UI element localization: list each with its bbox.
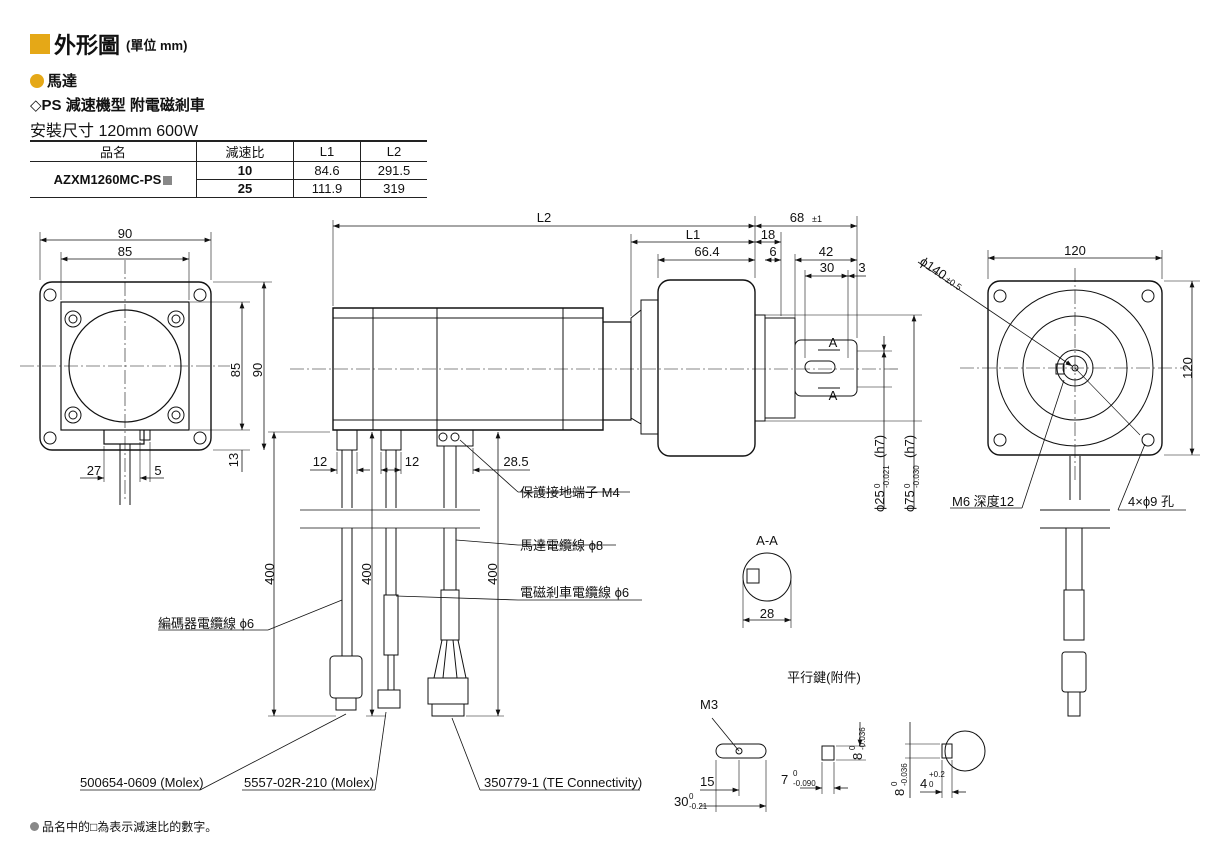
motor-cable-label: 馬達電纜線 ϕ8 [520, 538, 603, 553]
ratio-cell: 25 [196, 179, 294, 198]
key-dim-8-tol-upper: 0 [848, 745, 857, 750]
key-dim-4-tol: +0.2 [929, 770, 945, 779]
section-aa-title: A-A [756, 533, 778, 548]
motor-heading: 馬達 [30, 70, 77, 91]
dim-120-width: 120 [1064, 243, 1086, 258]
key-dim-7: 7 [781, 772, 788, 787]
encoder-cable-label: 編碼器電纜線 ϕ6 [158, 616, 254, 631]
title-square-icon [30, 34, 50, 54]
dim-68: 68 [790, 210, 804, 225]
front-view-left [20, 232, 272, 505]
dim-13: 13 [226, 453, 241, 467]
key-dim-7-tol-upper: 0 [793, 769, 798, 778]
bullet-icon [30, 74, 44, 88]
section-a-top: A [829, 335, 838, 350]
spec-table: 品名 減速比 L1 L2 AZXM1260MC-PS 10 84.6 291.5… [30, 140, 427, 198]
ratio-cell: 10 [196, 161, 294, 180]
note-bullet-icon [30, 822, 39, 831]
front-view-right [917, 250, 1200, 717]
dim-27: 27 [87, 463, 101, 478]
dim-aa-28: 28 [760, 606, 774, 621]
dim-42: 42 [819, 244, 833, 259]
dim-phi25-tol-upper: 0 [873, 483, 882, 488]
dim-120-height: 120 [1180, 357, 1195, 379]
type-heading: ◇PS 減速機型 附電磁剎車 [30, 97, 205, 114]
connector-label-2: 5557-02R-210 (Molex) [244, 775, 374, 790]
key-dim-8-tol: -0.036 [858, 727, 867, 750]
section-a-bottom: A [829, 388, 838, 403]
connector-label-1: 500654-0609 (Molex) [80, 775, 204, 790]
dim-90-top: 90 [118, 226, 132, 241]
key-title: 平行鍵(附件) [787, 670, 861, 685]
page-title: 外形圖 [54, 33, 121, 58]
dim-30: 30 [820, 260, 834, 275]
side-view-motor [290, 279, 900, 717]
dim-400-b: 400 [359, 563, 374, 585]
key-dim-7-tol: -0.090 [793, 779, 816, 788]
ground-terminal-label: 保護接地端子 M4 [520, 485, 620, 500]
dim-l1: L1 [686, 227, 700, 242]
dim-28-5: 28.5 [503, 454, 528, 469]
dim-68-tol: ±1 [812, 214, 822, 224]
dim-85-top: 85 [118, 244, 132, 259]
dim-phi140-tol: ±0.5 [943, 274, 963, 292]
key-dim-8b: 8 [892, 789, 907, 796]
dim-phi25-fit: (h7) [872, 435, 887, 458]
l2-cell: 291.5 [360, 161, 427, 180]
dim-6: 6 [769, 244, 776, 259]
dim-5: 5 [154, 463, 161, 478]
key-dim-15: 15 [700, 774, 714, 789]
product-name: AZXM1260MC-PS [30, 161, 197, 198]
mount-heading: 安裝尺寸 120mm 600W [30, 123, 199, 140]
section-aa [742, 552, 792, 628]
key-dim-8: 8 [850, 753, 865, 760]
col-header-l1: L1 [293, 140, 361, 162]
dim-85-side: 85 [228, 363, 243, 377]
key-dim-30-tol: -0.21 [689, 802, 708, 811]
dim-phi75-tol-upper: 0 [903, 483, 912, 488]
dim-phi25: ϕ25 [872, 490, 887, 512]
col-header-l2: L2 [360, 140, 427, 162]
key-dim-8b-tol: -0.036 [900, 763, 909, 786]
dim-66-4: 66.4 [694, 244, 719, 259]
dim-400-c: 400 [485, 563, 500, 585]
brake-cable-label: 電磁剎車電纜線 ϕ6 [520, 585, 629, 600]
dim-phi75-fit: (h7) [902, 435, 917, 458]
dim-l2: L2 [537, 210, 551, 225]
key-m3: M3 [700, 697, 718, 712]
dim-400-a: 400 [262, 563, 277, 585]
dim-90-side: 90 [250, 363, 265, 377]
dim-phi75: ϕ75 [902, 490, 917, 512]
parallel-key [700, 717, 986, 812]
dim-3: 3 [858, 260, 865, 275]
col-header-name: 品名 [30, 140, 197, 162]
m6-label: M6 深度12 [952, 494, 1014, 509]
dim-phi25-tol: -0.021 [882, 465, 891, 488]
key-dim-8b-tol-upper: 0 [890, 781, 899, 786]
footnote: 品名中的□為表示減速比的數字。 [30, 818, 217, 835]
l2-cell: 319 [360, 179, 427, 198]
key-dim-30: 30 [674, 794, 688, 809]
holes-label: 4×ϕ9 孔 [1128, 494, 1174, 509]
key-dim-30-tol-upper: 0 [689, 792, 694, 801]
dim-18: 18 [761, 227, 775, 242]
connector-label-3: 350779-1 (TE Connectivity) [484, 775, 642, 790]
dim-12-b: 12 [405, 454, 419, 469]
dim-phi140: ϕ140 [917, 254, 949, 283]
unit-label: (單位 mm) [126, 37, 188, 53]
l1-cell: 111.9 [293, 179, 361, 198]
dim-12-a: 12 [313, 454, 327, 469]
l1-cell: 84.6 [293, 161, 361, 180]
col-header-ratio: 減速比 [196, 140, 294, 162]
page-header: 外形圖 (單位 mm) [30, 28, 187, 60]
key-dim-4: 4 [920, 776, 927, 791]
key-dim-4-tol-lower: 0 [929, 780, 934, 789]
dim-phi75-tol: -0.030 [912, 465, 921, 488]
